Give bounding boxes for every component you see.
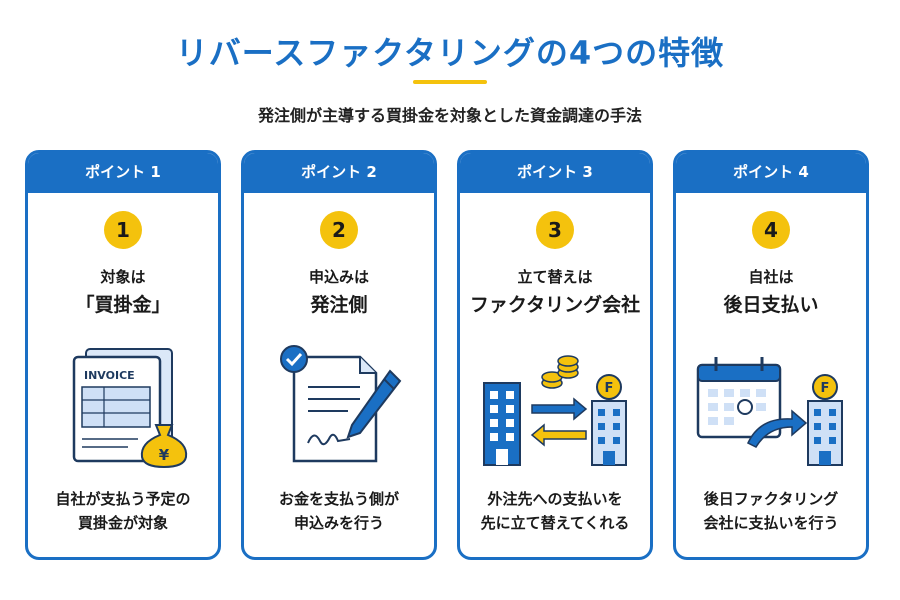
point-description-line1: お金を支払う側が bbox=[278, 490, 399, 508]
point-label: ポイント 3 bbox=[460, 153, 650, 193]
factoring-building-icon: F bbox=[591, 374, 627, 466]
point-description: お金を支払う側が 申込みを行う bbox=[244, 487, 434, 535]
point-number-badge: 3 bbox=[536, 211, 574, 249]
point-label: ポイント 1 bbox=[28, 153, 218, 193]
point-description: 外注先への支払いを 先に立て替えてくれる bbox=[460, 487, 650, 535]
building-letter: F bbox=[605, 381, 614, 396]
building-letter: F bbox=[821, 381, 830, 396]
point-card-4: ポイント 4 4 自社は 後日支払い F bbox=[673, 150, 869, 560]
curved-arrow-icon bbox=[747, 409, 808, 448]
point-description-line1: 後日ファクタリング bbox=[703, 490, 839, 508]
point-description-line1: 自社が支払う予定の bbox=[55, 490, 191, 508]
point-card-2: ポイント 2 2 申込みは 発注側 お金を支払う側が 申込みを行う bbox=[241, 150, 437, 560]
point-number-badge: 1 bbox=[104, 211, 142, 249]
point-number-badge: 2 bbox=[320, 211, 358, 249]
point-heading-line2: 後日支払い bbox=[723, 294, 819, 316]
page-title: リバースファクタリングの4つの特徴 bbox=[175, 34, 725, 72]
point-heading: 申込みは 発注側 bbox=[244, 265, 434, 321]
point-card-1: ポイント 1 1 対象は 「買掛金」 INVOICE ¥ 自社が支払う予定の 買… bbox=[25, 150, 221, 560]
arrow-left-icon bbox=[530, 423, 587, 447]
point-description-line2: 会社に支払いを行う bbox=[703, 514, 839, 532]
point-description: 自社が支払う予定の 買掛金が対象 bbox=[28, 487, 218, 535]
point-description: 後日ファクタリング 会社に支払いを行う bbox=[676, 487, 866, 535]
invoice-text: INVOICE bbox=[84, 369, 135, 382]
point-label: ポイント 4 bbox=[676, 153, 866, 193]
signed-document-illustration bbox=[280, 345, 402, 463]
yen-symbol: ¥ bbox=[159, 446, 170, 464]
point-heading-line2: ファクタリング会社 bbox=[469, 294, 641, 316]
point-heading: 対象は 「買掛金」 bbox=[28, 265, 218, 321]
point-heading-line1: 対象は bbox=[100, 268, 146, 286]
point-description-line1: 外注先への支払いを bbox=[487, 490, 623, 508]
point-heading-line1: 申込みは bbox=[308, 268, 369, 286]
title-underline bbox=[413, 80, 487, 84]
pen-icon bbox=[346, 369, 402, 439]
point-heading-line1: 自社は bbox=[748, 268, 794, 286]
company-building-icon bbox=[483, 382, 521, 466]
calendar-icon bbox=[696, 357, 782, 439]
point-description-line2: 買掛金が対象 bbox=[77, 514, 168, 532]
later-payment-illustration: F bbox=[696, 357, 843, 466]
point-heading-line2: 発注側 bbox=[310, 294, 368, 316]
point-label: ポイント 2 bbox=[244, 153, 434, 193]
point-heading: 自社は 後日支払い bbox=[676, 265, 866, 321]
check-icon bbox=[280, 345, 308, 373]
invoice-illustration: INVOICE ¥ bbox=[72, 348, 188, 468]
money-bag-icon: ¥ bbox=[140, 424, 188, 468]
point-card-3: ポイント 3 3 立て替えは ファクタリング会社 bbox=[457, 150, 653, 560]
point-description-line2: 先に立て替えてくれる bbox=[480, 514, 630, 532]
coins-icon bbox=[541, 355, 579, 389]
point-heading-line2: 「買掛金」 bbox=[75, 294, 171, 316]
point-number-badge: 4 bbox=[752, 211, 790, 249]
arrow-right-icon bbox=[531, 397, 588, 421]
point-heading-line1: 立て替えは bbox=[517, 268, 593, 286]
point-description-line2: 申込みを行う bbox=[293, 514, 384, 532]
factoring-building-icon: F bbox=[807, 374, 843, 466]
transfer-illustration: F bbox=[483, 355, 627, 466]
point-heading: 立て替えは ファクタリング会社 bbox=[460, 265, 650, 321]
page-subtitle: 発注側が主導する買掛金を対象とした資金調達の手法 bbox=[257, 106, 642, 125]
